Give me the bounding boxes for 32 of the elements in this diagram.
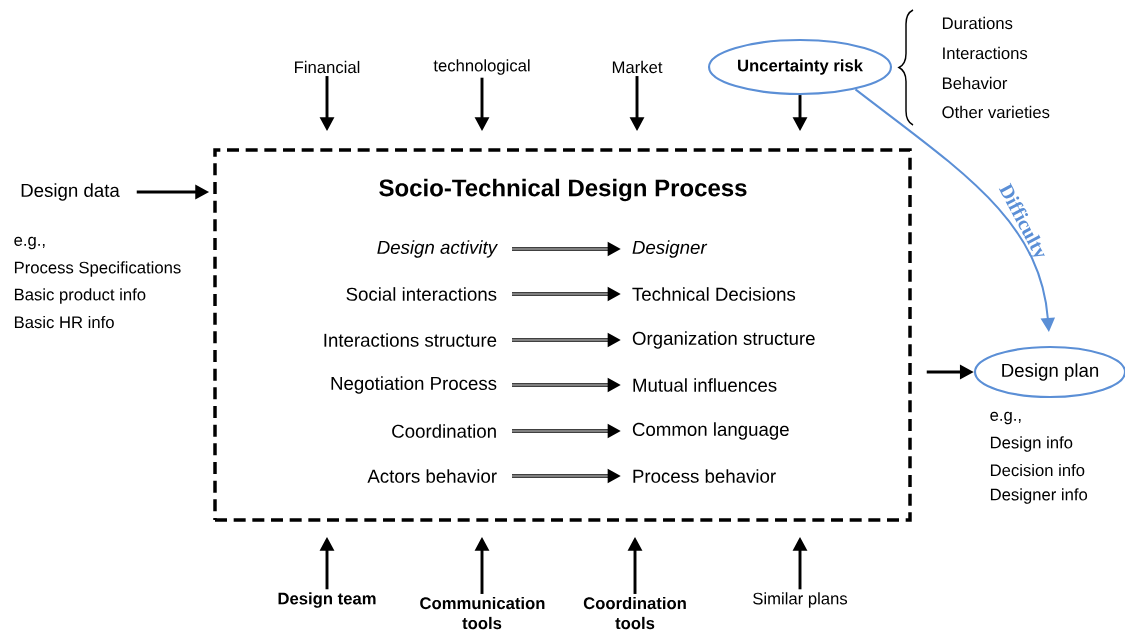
input-label: technological xyxy=(433,59,530,75)
row-label: Actors behavior xyxy=(367,469,497,483)
note-text: Process Specifications xyxy=(14,261,181,277)
list-item: Interactions xyxy=(943,46,1028,60)
list-item: Other varieties xyxy=(942,105,1050,119)
row-label: Designer xyxy=(632,240,708,258)
input-label: Financial xyxy=(295,60,360,74)
note-text: Design info xyxy=(990,436,1073,452)
row-label: Technical Decisions xyxy=(632,287,796,301)
row-label: Design activity xyxy=(377,240,498,258)
note-text: Basic HR info xyxy=(14,315,114,329)
note-text: e.g., xyxy=(990,411,1021,425)
resource-label: Communication tools xyxy=(420,596,545,630)
note-text: Decision info xyxy=(990,463,1085,477)
row-label: Interactions structure xyxy=(324,333,497,347)
row-label: Social interactions xyxy=(346,287,497,301)
row-label: Common language xyxy=(632,422,789,440)
list-item: Durations xyxy=(942,16,1013,30)
resource-label: Design team xyxy=(278,592,376,608)
resource-label: Similar plans xyxy=(753,592,848,608)
input-label: Design data xyxy=(21,183,120,201)
note-text: e.g., xyxy=(14,236,45,250)
row-label: Organization structure xyxy=(632,331,815,349)
note-text: Basic product info xyxy=(14,288,146,304)
row-label: Mutual influences xyxy=(633,378,777,392)
row-label: Negotiation Process xyxy=(331,376,497,394)
row-label: Process behavior xyxy=(633,469,776,483)
input-label: Market xyxy=(612,60,663,74)
list-item: Behavior xyxy=(942,76,1008,90)
resource-label: Coordination tools xyxy=(583,596,686,630)
row-label: Coordination xyxy=(392,424,496,438)
note-text: Designer info xyxy=(990,488,1088,504)
